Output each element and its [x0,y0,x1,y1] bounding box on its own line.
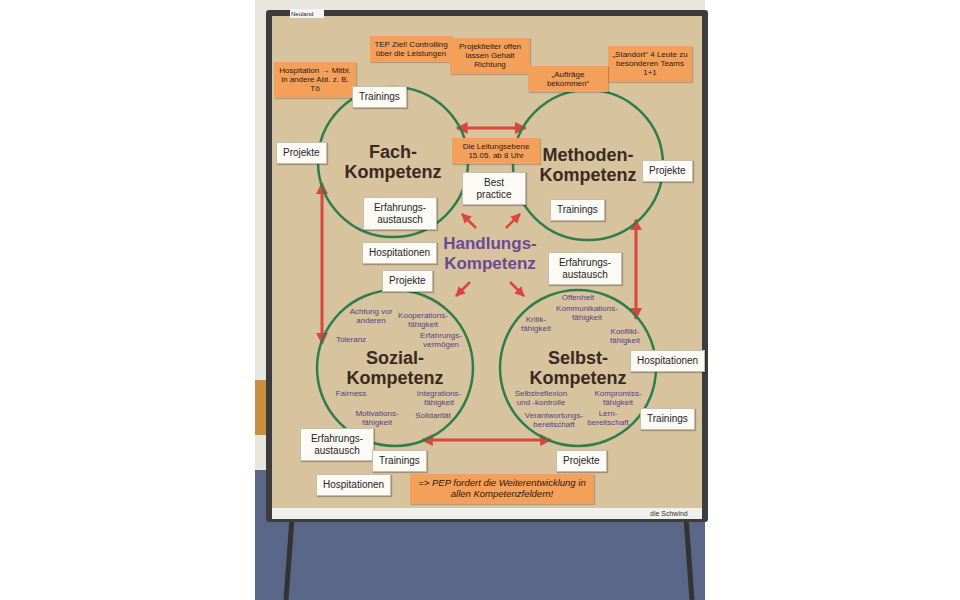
paper-sheet [272,16,702,510]
note-card: Trainings [550,199,605,221]
card-text: Best practice [469,177,519,200]
note-text: => PEP fordert die Weiterentwicklung in … [414,478,590,500]
competence-trait: Selbstreflexion und -kontrolle [510,390,572,407]
competence-trait: Solidarität [411,412,455,421]
note-card: Projekte [276,142,327,164]
competence-title: Fach-Kompetenz [338,142,448,182]
card-text: Projekte [563,455,600,467]
circle-stroke [513,90,663,240]
sticky-note: Hospitation → Mitbl. in andere Abt. z. B… [274,62,356,98]
center-arrow [462,214,476,228]
note-card: Erfahrungs-austausch [363,197,437,230]
double-arrow [635,220,638,319]
card-text: Trainings [647,413,688,425]
double-arrow [321,183,324,343]
double-arrow [422,439,551,442]
circle-stroke [318,87,468,237]
double-arrow [457,127,526,130]
sticky-note: „Aufträge bekommen“ [528,66,608,92]
center-arrow [510,282,524,296]
card-text: Trainings [359,91,400,103]
note-card: Best practice [462,172,526,205]
card-text: Hospitationen [323,479,384,491]
wall [255,0,705,600]
note-card: Projekte [642,160,693,182]
card-text: Trainings [379,455,420,467]
note-card: Hospitationen [316,474,391,496]
card-text: Hospitationen [369,247,430,259]
sticky-note: „Standort“ 4 Leute zu besonderen Teams 1… [608,46,692,82]
note-card: Hospitationen [362,242,437,264]
card-text: Erfahrungs-austausch [555,257,615,280]
card-text: Hospitationen [637,355,698,367]
note-card: Projekte [382,270,433,292]
competence-title: Selbst-Kompetenz [523,348,633,388]
central-competence: Handlungs-Kompetenz [435,234,545,274]
card-text: Erfahrungs-austausch [370,202,430,225]
competence-trait: Lern-bereitschaft [584,410,632,427]
center-arrow [456,282,470,296]
note-card: Hospitationen [630,350,705,372]
card-text: Projekte [389,275,426,287]
note-card: Erfahrungs-austausch [548,252,622,285]
card-text: Erfahrungs-austausch [307,433,367,456]
competence-trait: Verantwortungs-bereitschaft [522,412,586,429]
competence-title: Sozial-Kompetenz [340,348,450,388]
cabinet [255,380,267,435]
card-text: Projekte [283,147,320,159]
competence-trait: Achtung vor anderen [349,308,393,325]
note-card: Erfahrungs-austausch [300,428,374,461]
card-text: Trainings [557,204,598,216]
competence-trait: Kommunikations-fähigkeit [554,305,620,322]
competence-title: Methoden-Kompetenz [533,145,643,185]
board-frame [266,10,708,522]
note-text: Die Leitungsebene 15.05. ab 8 Uhr [456,142,536,160]
competence-trait: Erfahrungs-vermögen [417,332,465,349]
competence-trait: Fairness [331,390,371,399]
competence-trait: Toleranz [331,336,371,345]
competence-trait: Konflikt-fähigkeit [606,328,644,345]
brand-mark: die Schwind [650,509,710,518]
note-card: Trainings [352,86,407,108]
board-tray [272,508,702,519]
competence-trait: Kooperations-fähigkeit [397,312,449,329]
circle-stroke [317,290,473,446]
sticky-note: TEP Ziel! Controlling über die Leistunge… [370,36,452,62]
center-arrow [506,214,520,228]
note-text: „Aufträge bekommen“ [532,70,604,88]
competence-trait: Integrations-fähigkeit [413,390,465,407]
note-card: Trainings [372,450,427,472]
stand-leg [686,518,692,600]
note-text: TEP Ziel! Controlling über die Leistunge… [374,40,448,58]
competence-trait: Kritik-fähigkeit [518,316,554,333]
note-card: Projekte [556,450,607,472]
brand-sticker-text: Neuland [291,10,331,18]
stand-leg [286,518,292,600]
sticky-note: => PEP fordert die Weiterentwicklung in … [410,474,594,504]
note-text: Hospitation → Mitbl. in andere Abt. z. B… [278,66,352,94]
competence-trait: Kompromiss-fähigkeit [594,390,642,407]
card-text: Projekte [649,165,686,177]
competence-trait: Motivations-fähigkeit [351,410,403,427]
sticky-note: Projektleiter offen lassen Gehalt Richtu… [450,38,530,74]
competence-circle: Sozial-Kompetenz Achtung vor anderenKoope… [315,288,475,448]
note-card: Trainings [640,408,695,430]
competence-trait: Offenheit [558,294,598,303]
note-text: „Standort“ 4 Leute zu besonderen Teams 1… [612,50,688,78]
note-text: Projektleiter offen lassen Gehalt Richtu… [454,42,526,70]
sticky-note: Die Leitungsebene 15.05. ab 8 Uhr [452,138,540,164]
